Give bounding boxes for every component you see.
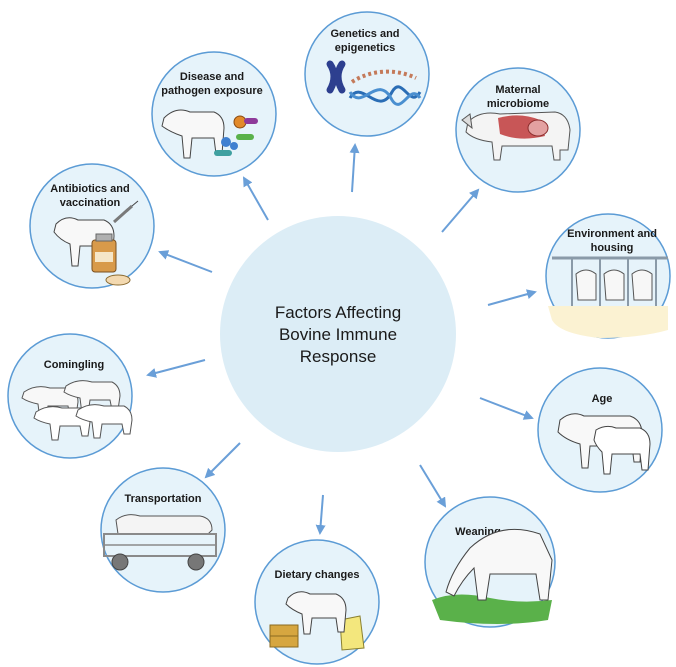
two-calves-icon <box>557 413 651 475</box>
center-title-line1: Factors Affecting <box>275 303 401 322</box>
arrows <box>146 143 537 535</box>
arrow-comingling <box>146 359 206 378</box>
antibiotics-label-line2: vaccination <box>60 197 121 209</box>
disease-label-line2: pathogen exposure <box>161 85 262 97</box>
arrow-disease <box>243 176 269 221</box>
dna-helix-icon <box>348 69 422 106</box>
genetics-label-line1: Genetics and <box>330 28 399 40</box>
arrow-weaning <box>419 464 447 508</box>
comingling-label: Comingling <box>44 359 105 371</box>
transportation-label: Transportation <box>124 493 201 505</box>
cow-anatomy-icon <box>461 111 571 161</box>
hay-bale-icon <box>269 624 299 648</box>
node-genetics: Genetics and epigenetics <box>304 11 430 137</box>
node-weaning: Weaning <box>424 496 556 628</box>
center-title-line3: Response <box>300 347 377 366</box>
node-antibiotics: Antibiotics and vaccination <box>29 163 155 289</box>
arrow-transportation <box>204 442 241 479</box>
calf-icon <box>285 591 347 635</box>
virus-icon <box>221 115 247 150</box>
disease-label-line1: Disease and <box>180 71 244 83</box>
node-disease: Disease and pathogen exposure <box>151 51 277 177</box>
center-node: Factors Affecting Bovine Immune Response <box>220 216 456 452</box>
node-transportation: Transportation <box>100 467 226 593</box>
medicine-bottle-icon <box>91 233 117 273</box>
barn-stalls-icon <box>548 256 668 338</box>
center-title-line2: Bovine Immune <box>279 325 397 344</box>
node-dietary: Dietary changes <box>254 539 380 665</box>
genetics-label-line2: epigenetics <box>335 42 396 54</box>
environment-label-line1: Environment and <box>567 228 657 240</box>
maternal-label-line2: microbiome <box>487 98 549 110</box>
calf-icon <box>161 109 225 159</box>
arrow-antibiotics <box>158 250 213 273</box>
age-label: Age <box>592 393 613 405</box>
arrow-environment <box>487 289 537 306</box>
antibiotics-label-line1: Antibiotics and <box>50 183 129 195</box>
arrow-dietary <box>315 494 326 535</box>
cattle-herd-icon <box>21 380 133 441</box>
arrow-maternal <box>441 188 480 233</box>
bacteria-icon <box>214 118 258 156</box>
chromosome-icon <box>326 60 346 94</box>
arrow-genetics <box>349 143 360 193</box>
node-maternal: Maternal microbiome <box>455 67 581 193</box>
syringe-icon <box>113 200 139 224</box>
pill-icon <box>105 274 131 286</box>
dietary-label: Dietary changes <box>275 569 360 581</box>
grazing-calf-icon <box>432 528 553 624</box>
arrow-age <box>479 397 534 420</box>
feed-bag-icon <box>339 615 365 651</box>
maternal-label-line1: Maternal <box>495 84 540 96</box>
environment-label-line2: housing <box>591 242 634 254</box>
trailer-icon <box>103 514 217 571</box>
node-age: Age <box>537 367 663 493</box>
node-comingling: Comingling <box>7 333 133 459</box>
node-environment: Environment and housing <box>545 213 671 339</box>
calf-icon <box>53 217 115 267</box>
